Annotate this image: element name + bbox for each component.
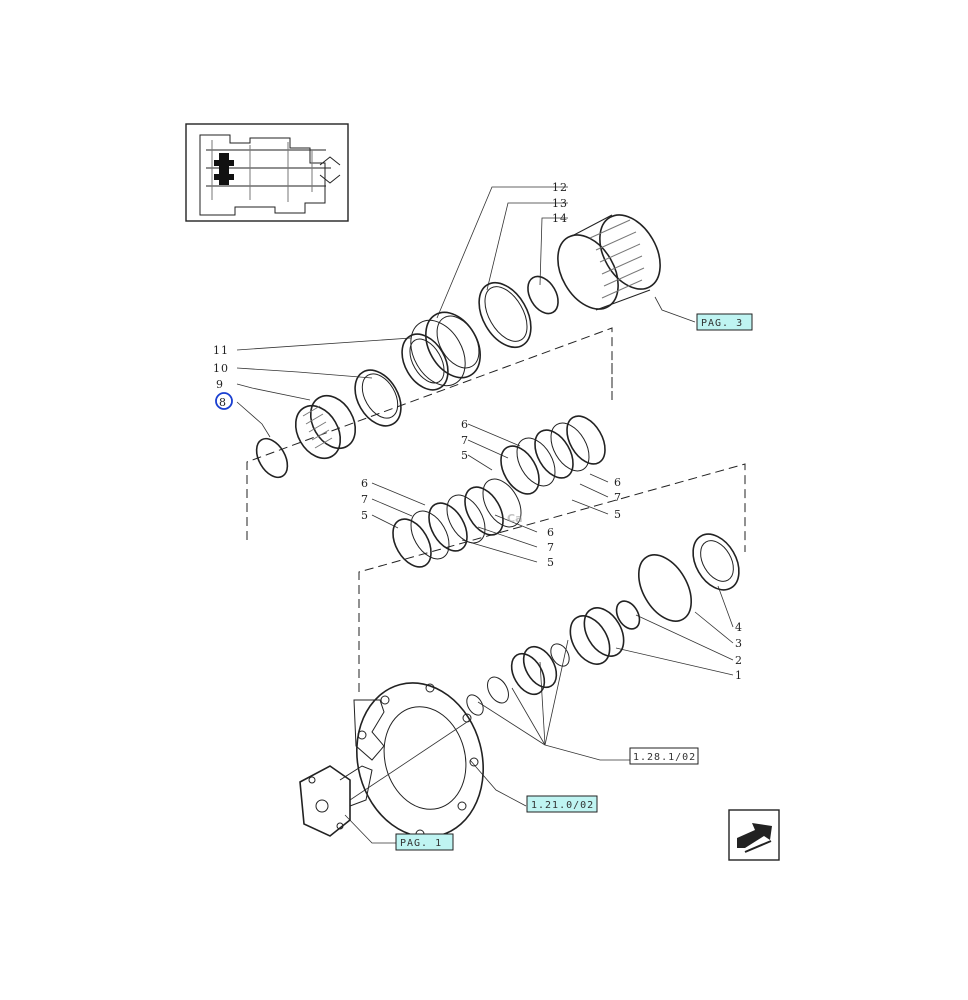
callout-4: 4 <box>735 621 743 634</box>
callout-13: 13 <box>552 197 568 210</box>
watermark-text: Ca <box>507 512 523 525</box>
callout-5-d: 5 <box>547 556 555 569</box>
ref-link-1-21-0-02[interactable]: 1.21.0/02 <box>526 795 598 813</box>
bushing <box>487 676 509 704</box>
callout-10: 10 <box>213 362 229 375</box>
transmission-overview-thumbnail[interactable] <box>185 123 349 222</box>
pump-cover <box>299 765 373 837</box>
ref-1-21-0-02-label: 1.21.0/02 <box>531 800 594 811</box>
callout-8: 8 <box>219 396 227 409</box>
callout-5-b: 5 <box>361 509 369 522</box>
clutch-drum <box>557 214 661 311</box>
leader-lines <box>236 186 734 844</box>
callout-12: 12 <box>552 181 568 194</box>
callout-6-c: 6 <box>614 476 622 489</box>
part-11-ring <box>401 333 449 391</box>
callout-3: 3 <box>735 637 743 650</box>
ref-link-1-28-1-02[interactable]: 1.28.1/02 <box>629 747 699 765</box>
callout-5-c: 5 <box>614 508 622 521</box>
part-4-gear <box>692 533 740 591</box>
selection-circle <box>215 392 233 410</box>
clutch-disc-stack-upper <box>500 415 606 495</box>
arrow-left-icon[interactable] <box>728 809 780 861</box>
callout-14: 14 <box>552 212 568 225</box>
callout-7-c: 7 <box>614 491 622 504</box>
callout-11: 11 <box>213 344 229 357</box>
callout-7-a: 7 <box>461 434 469 447</box>
part-3-circlip <box>637 554 693 622</box>
part-12-ring <box>410 311 481 387</box>
callout-5-a: 5 <box>461 449 469 462</box>
ref-1-28-1-02-label: 1.28.1/02 <box>633 752 696 763</box>
bearing-ring-small <box>550 643 570 667</box>
ref-pag-1-label: PAG. 1 <box>400 838 442 849</box>
group-outline-lower <box>358 463 746 692</box>
ref-link-pag-3[interactable]: PAG. 3 <box>696 313 753 331</box>
callout-9: 9 <box>216 378 224 391</box>
part-2-ring <box>615 600 641 630</box>
part-10-plate <box>354 369 402 427</box>
splined-hub <box>510 645 558 696</box>
washer-small <box>466 694 484 716</box>
ref-pag-3-label: PAG. 3 <box>701 318 743 329</box>
part-14-snap-ring <box>527 275 559 315</box>
part-9-hub <box>294 394 357 460</box>
part-13-washer <box>478 281 532 349</box>
callout-2: 2 <box>735 654 743 667</box>
part-1-gear <box>569 607 625 665</box>
callout-6-b: 6 <box>361 477 369 490</box>
ref-link-pag-1[interactable]: PAG. 1 <box>395 833 454 851</box>
part-8-snap-ring <box>255 437 289 479</box>
callout-6-a: 6 <box>461 418 469 431</box>
callout-7-d: 7 <box>547 541 555 554</box>
callout-7-b: 7 <box>361 493 369 506</box>
callout-1: 1 <box>735 669 743 682</box>
callout-6-d: 6 <box>547 526 555 539</box>
clutch-disc-stack-lower <box>392 478 522 568</box>
group-outline-upper <box>246 327 613 540</box>
